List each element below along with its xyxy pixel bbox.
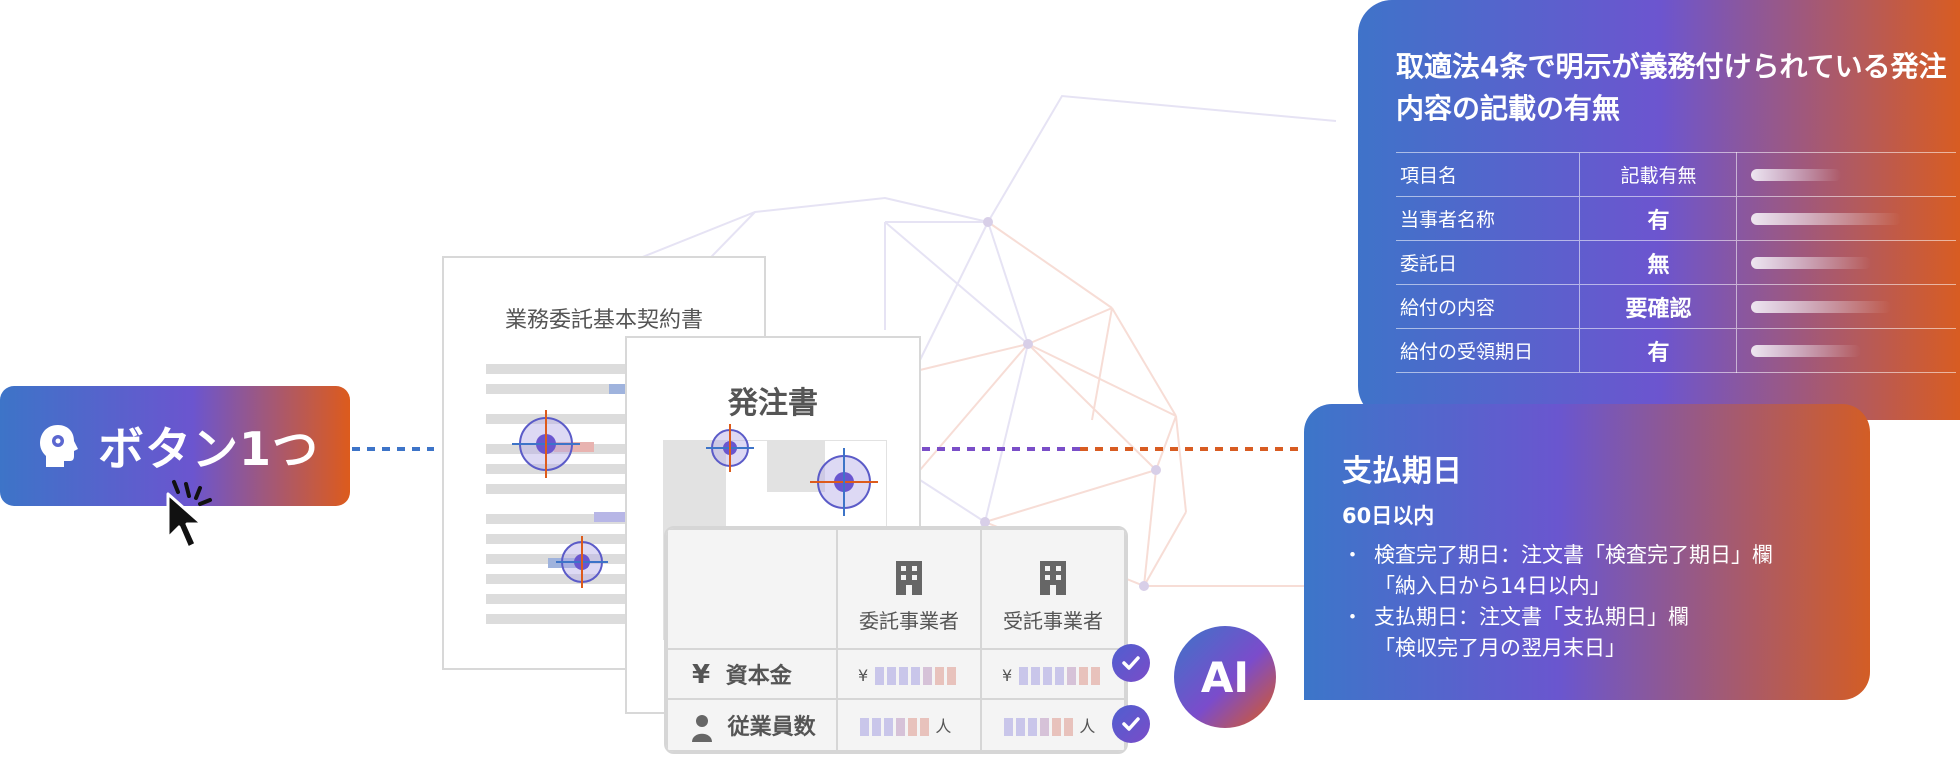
- col-contractee-label: 受託事業者: [1003, 609, 1103, 633]
- required-items-table: 項目名 記載有無 当事者名称 有 委託日 無 給付の内容 要確認 給付の受領期日…: [1396, 152, 1956, 373]
- order-title: 発注書: [728, 386, 818, 421]
- ai-head-icon: [40, 425, 78, 467]
- blurred-text: [1751, 300, 1892, 313]
- employees-contractor-value: 人: [836, 698, 982, 752]
- list-item: 支払期日：注文書「支払期日」欄 「検収完了月の翌月末日」: [1342, 602, 1773, 664]
- masked-value: [1018, 666, 1100, 685]
- check-icon: [1112, 644, 1150, 682]
- required-items-panel: 取適法4条で明示が義務付けられている発注内容の記載の有無 項目名 記載有無 当事…: [1358, 0, 1960, 420]
- table-row: 委託日 無: [1396, 240, 1956, 285]
- blurred-text: [1751, 256, 1872, 269]
- table-row: 給付の内容 要確認: [1396, 284, 1956, 329]
- row-employees: 従業員数: [666, 698, 838, 752]
- employees-contractee-value: 人: [980, 698, 1126, 752]
- building-icon: [1040, 561, 1066, 595]
- cursor-click-icon: [166, 480, 212, 550]
- company-info-table: 委託事業者 受託事業者 ¥ 資本金 ¥: [664, 526, 1128, 754]
- masked-value: [874, 666, 956, 685]
- contract-title: 業務委託基本契約書: [504, 308, 703, 333]
- building-icon: [896, 561, 922, 595]
- col-contractor: 委託事業者: [836, 528, 982, 650]
- button-label: ボタン1つ: [98, 422, 320, 476]
- blurred-text: [1751, 212, 1902, 225]
- row-capital: ¥ 資本金: [666, 647, 838, 701]
- target-markers: [512, 410, 878, 588]
- ai-badge: AI: [1174, 626, 1276, 728]
- col-contractor-label: 委託事業者: [859, 609, 959, 633]
- list-item: 検査完了期日：注文書「検査完了期日」欄 「納入日から14日以内」: [1342, 540, 1773, 602]
- masked-value: [860, 717, 929, 736]
- capital-contractee-value: ¥: [980, 647, 1126, 701]
- payment-due-title: 支払期日: [1342, 454, 1462, 489]
- required-items-title: 取適法4条で明示が義務付けられている発注内容の記載の有無: [1396, 50, 1947, 125]
- table-header-row: 項目名 記載有無: [1396, 152, 1956, 197]
- yen-icon: ¥: [692, 660, 711, 691]
- blurred-text: [1751, 168, 1842, 181]
- table-row: 給付の受領期日 有: [1396, 328, 1956, 373]
- payment-due-panel: 支払期日 60日以内 検査完了期日：注文書「検査完了期日」欄 「納入日から14日…: [1304, 404, 1870, 700]
- capital-contractor-value: ¥: [836, 647, 982, 701]
- masked-value: [1004, 717, 1073, 736]
- person-icon: [692, 714, 712, 742]
- col-contractee: 受託事業者: [980, 528, 1126, 650]
- check-icon: [1112, 705, 1150, 743]
- payment-due-items: 検査完了期日：注文書「検査完了期日」欄 「納入日から14日以内」 支払期日：注文…: [1342, 540, 1773, 664]
- payment-due-subtitle: 60日以内: [1342, 504, 1435, 528]
- blurred-text: [1751, 344, 1862, 357]
- table-row: 当事者名称 有: [1396, 196, 1956, 241]
